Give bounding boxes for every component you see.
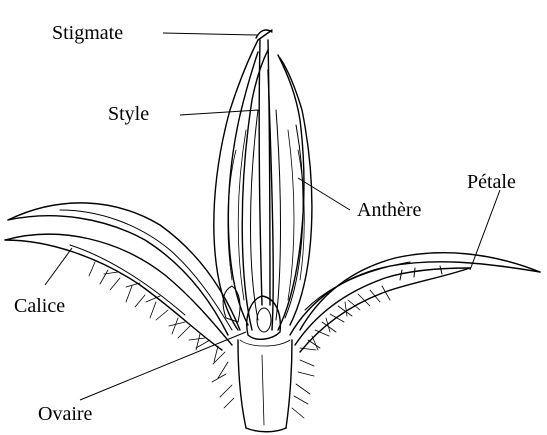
- stem: [238, 340, 292, 432]
- anthere-leader: [298, 178, 350, 210]
- label-stigmate: Stigmate: [52, 22, 123, 44]
- right-sepal-hairs: [292, 286, 390, 418]
- style-leader: [180, 110, 258, 115]
- label-petale: Pétale: [467, 171, 516, 193]
- label-anthere: Anthère: [357, 199, 422, 221]
- anther-bundle: [214, 40, 312, 330]
- ovaire-leader: [80, 332, 246, 400]
- left-sepal: [5, 234, 232, 350]
- calice-leader: [45, 248, 72, 285]
- label-calice: Calice: [14, 295, 65, 317]
- left-sepal-hairs: [89, 262, 234, 408]
- pistil: [256, 30, 272, 305]
- right-sepal: [295, 266, 470, 352]
- label-style: Style: [108, 103, 149, 125]
- stigmate-leader: [163, 33, 257, 35]
- label-ovaire: Ovaire: [38, 403, 93, 425]
